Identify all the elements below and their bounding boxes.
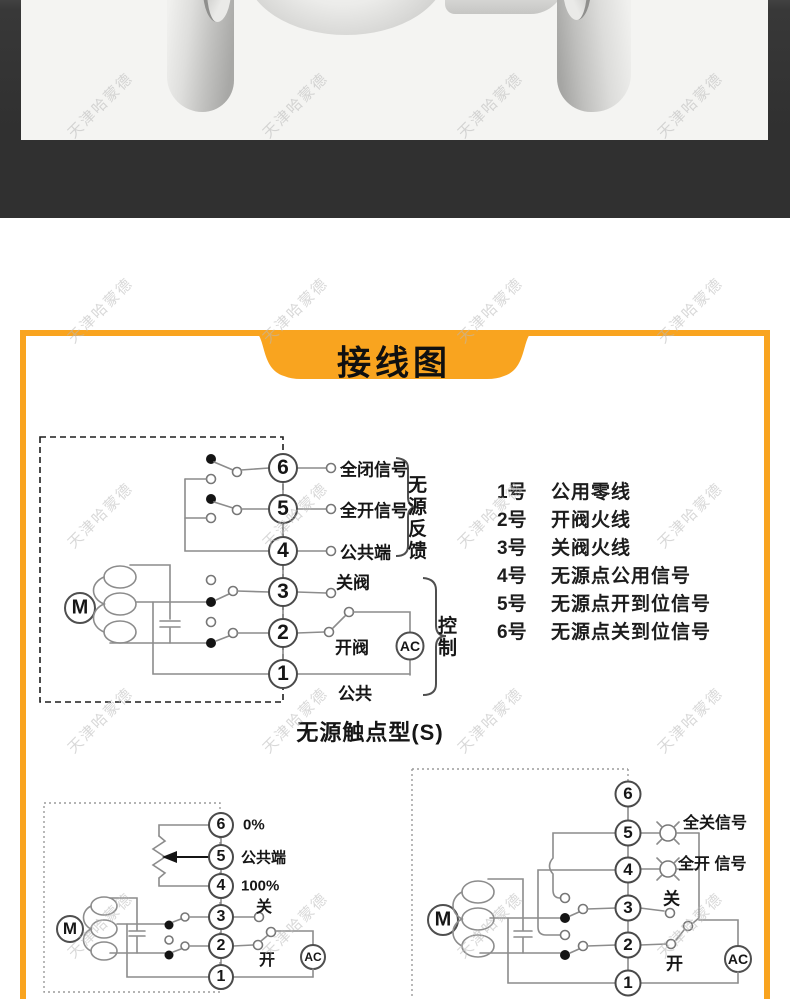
label-common: 公共 [338, 684, 372, 704]
label-open-valve: 开阀 [335, 638, 369, 658]
legend-row: 1号 公用零线 [497, 479, 711, 507]
control-group-label: 控制 [437, 616, 457, 659]
legend-num: 2号 [497, 510, 527, 531]
ac-power-icon [395, 631, 425, 661]
legend-num: 5号 [497, 594, 527, 615]
label-open: 开 [259, 952, 276, 969]
terminal-number: 3 [623, 898, 633, 917]
legend-num: 6号 [497, 622, 527, 643]
valve-neck-shape [445, 0, 565, 14]
legend-desc: 开阀火线 [551, 510, 632, 531]
label-close: 关 [663, 889, 680, 909]
motor-winding-icon [452, 880, 495, 958]
control-switch-close [559, 892, 617, 923]
capacitor-icon [128, 930, 146, 937]
motor-icon [56, 915, 84, 943]
wiper-arrow-icon [162, 851, 209, 863]
motor-icon [427, 904, 459, 936]
ac-label: AC [727, 951, 749, 967]
control-brace [422, 577, 447, 696]
diagram-caption: 无源触点型(S) [296, 720, 444, 745]
label-close-valve: 关阀 [336, 573, 370, 593]
legend-row: 2号 开阀火线 [497, 507, 711, 535]
legend-desc: 无源点公用信号 [551, 566, 692, 587]
motor-winding-icon [92, 565, 137, 644]
label-0-percent: 0% [243, 816, 265, 834]
control-switch-open [164, 935, 210, 960]
label-full-open-signal: 全开 信号 [678, 856, 747, 873]
terminal-number: 5 [277, 497, 289, 520]
valve-flange-right [557, 0, 631, 112]
terminal-number: 2 [277, 621, 289, 644]
terminal-circles [268, 453, 298, 689]
legend-row: 5号 无源点开到位信号 [497, 591, 711, 619]
legend-row: 6号 无源点关到位信号 [497, 619, 711, 647]
terminal-number: 2 [216, 937, 226, 954]
terminal-number: 1 [623, 973, 633, 992]
terminal-number: 3 [277, 580, 289, 603]
legend-num: 3号 [497, 538, 527, 559]
capacitor-icon [513, 930, 533, 938]
switch-diagram-graphics [411, 768, 752, 999]
terminal-number: 6 [623, 784, 633, 803]
terminal-legend: 1号 公用零线 2号 开阀火线 3号 关阀火线 4号 无源点公用信号 5号 无源点开到位信… [497, 479, 711, 647]
label-open: 开 [666, 954, 683, 974]
terminal-number: 4 [277, 539, 289, 562]
terminal-number: 3 [216, 908, 226, 925]
valve-flange-left [167, 0, 234, 112]
legend-desc: 无源点开到位信号 [551, 594, 712, 615]
main-diagram-graphics [39, 436, 447, 703]
section-title: 接线图 [337, 344, 451, 383]
feedback-group-label: 无源反馈 [407, 475, 427, 562]
ac-label: AC [399, 638, 421, 654]
lamp-icon [656, 857, 680, 881]
terminal-circles [614, 780, 642, 997]
legend-num: 1号 [497, 482, 527, 503]
feedback-brace [395, 457, 418, 557]
legend-desc: 关阀火线 [551, 538, 632, 559]
signal-label-full-close: 全闭信号 [340, 460, 408, 480]
limit-switch-open [184, 494, 270, 524]
label-close: 关 [256, 899, 273, 916]
potentiometer-icon [151, 824, 210, 887]
proportional-diagram-graphics [43, 802, 326, 993]
ac-label: AC [304, 950, 322, 964]
motor-winding-icon [82, 896, 118, 961]
legend-num: 4号 [497, 566, 527, 587]
terminal-number: 4 [623, 860, 633, 879]
limit-switch-close [184, 454, 270, 485]
capacitor-icon [159, 620, 181, 628]
legend-row: 4号 无源点公用信号 [497, 563, 711, 591]
terminal-number: 5 [216, 848, 226, 865]
terminal-number: 4 [216, 877, 226, 894]
control-switch-open [205, 616, 270, 648]
terminal-number: 1 [277, 662, 289, 685]
signal-label-common-end: 公共端 [340, 543, 391, 563]
terminal-number: 5 [623, 823, 633, 842]
signal-label-full-open: 全开信号 [340, 501, 408, 521]
legend-row: 3号 关阀火线 [497, 535, 711, 563]
motor-label: M [434, 908, 452, 931]
control-switch-close [205, 574, 270, 607]
valve-photo [21, 0, 768, 140]
terminal-number: 6 [216, 816, 226, 833]
label-100-percent: 100% [241, 877, 280, 895]
motor-label: M [71, 596, 89, 619]
terminal-number: 2 [623, 935, 633, 954]
terminal-number: 6 [277, 456, 289, 479]
product-photo-strip [0, 0, 790, 218]
label-full-close-signal: 全关信号 [683, 815, 748, 832]
legend-desc: 公用零线 [551, 482, 632, 503]
motor-label: M [62, 919, 78, 938]
banner-tab-shape [250, 330, 538, 379]
terminal-circles [208, 812, 234, 990]
terminal-number: 1 [216, 968, 226, 985]
motor-icon [64, 592, 96, 624]
label-common-end: 公共端 [241, 849, 287, 867]
legend-desc: 无源点关到位信号 [551, 622, 712, 643]
control-switch-open [559, 929, 617, 960]
lamp-icon [656, 821, 680, 845]
control-switch-close [164, 912, 210, 930]
